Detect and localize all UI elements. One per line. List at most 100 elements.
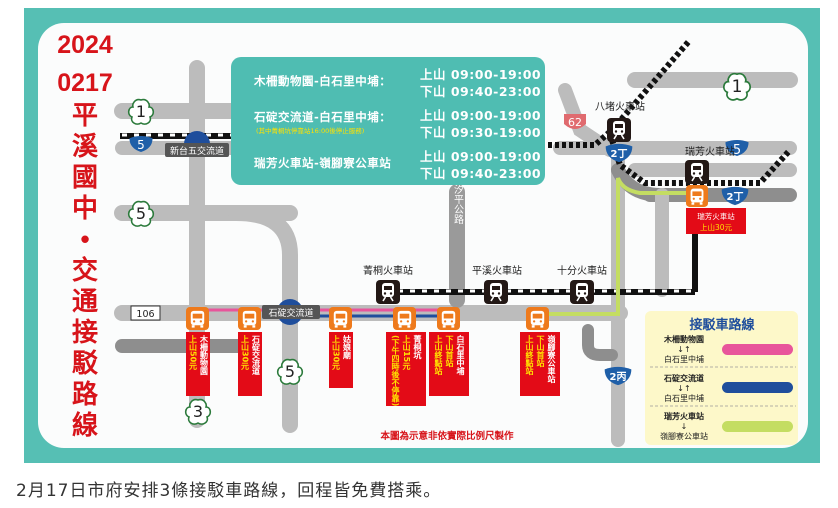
poster-date: 0217 (57, 69, 113, 97)
ruifang-fare-price: 上山30元 (700, 222, 733, 232)
nat5-right-shield: 5 (725, 140, 749, 158)
poster-title-vertical: 平溪國中•交通接駁路線 (40, 100, 130, 441)
poster-title-char: • (80, 224, 90, 254)
poster-title-char: 駁 (71, 348, 98, 378)
poster-title-char: 接 (71, 317, 98, 347)
rail-left (120, 133, 232, 139)
legend-swatch-pink (722, 344, 793, 355)
bus-icon (437, 307, 460, 330)
legend-item-3-arrow: ↓ (681, 422, 688, 431)
road-name-xiping: 汐平公路 (452, 183, 464, 225)
schedule-up: 上山 09:00-19:00 (420, 67, 542, 82)
svg-text:平溪火車站: 平溪火車站 (472, 264, 522, 277)
bus-stop-name: 石碇交流道 (251, 335, 261, 375)
poster-title-char: 中 (71, 193, 98, 223)
legend-swatch-blue (722, 382, 793, 393)
svg-text:1: 1 (732, 77, 743, 97)
legend-item-1-arrow: ↓↑ (677, 345, 690, 354)
bus-stop-info: 上山30元 (240, 335, 250, 371)
svg-text:2丁: 2丁 (611, 148, 628, 160)
ruifang-fare-name: 瑞芳火車站 (697, 211, 735, 221)
legend: 接駁車路線 木柵動物園 ↓↑ 白石里中埔 石碇交流道 ↓↑ 白石里中埔 瑞芳火車… (645, 311, 798, 445)
schedule-down: 下山 09:40-23:00 (420, 84, 542, 99)
stop-box-jingtongkeng (386, 332, 426, 406)
station-shifen: 十分火車站 (557, 264, 607, 304)
rail-east (700, 147, 793, 186)
schedule-row: 石碇交流道-白石里中埔： (其中菁桐坑停靠站16:00後停止服務) 上山 09:00… (238, 103, 542, 143)
svg-text:2丙: 2丙 (610, 371, 627, 383)
prov1-left-badge: 1 (127, 98, 155, 125)
bus-stop-info: 上山30元 (331, 335, 341, 371)
r2bing-shield: 2丙 (604, 366, 632, 386)
bus-icon (238, 307, 261, 330)
county106-badge: 106 (130, 305, 161, 321)
bus-stop-name: 白石里中埔 (456, 335, 465, 375)
stop-box-muzha (186, 332, 210, 396)
stop-box-baishi (429, 332, 469, 396)
bus-stop-info2: 上山終點站 (434, 335, 443, 375)
station-badu: 八堵火車站 (595, 100, 645, 142)
station-jingtong: 菁桐火車站 (363, 264, 413, 304)
svg-text:3: 3 (193, 402, 203, 421)
svg-text:106: 106 (136, 309, 154, 320)
road-prov5-curve (228, 205, 298, 433)
schedule-route: 石碇交流道-白石里中埔： (254, 110, 392, 124)
poster-year: 2024 (57, 31, 113, 59)
svg-text:5: 5 (285, 362, 295, 381)
bus-stop-info2: (下午四時後不停靠) (391, 335, 400, 407)
schedule-route: 木柵動物園-白石里中埔： (254, 74, 392, 88)
stop-box-shiding (238, 332, 262, 396)
bus-stop-label: 姑娘廟上山30元 (329, 335, 353, 405)
interchange-xintaiwu-label-bg (165, 143, 229, 157)
bus-stop-name: 嶺腳寮公車站 (547, 335, 556, 383)
svg-text:5: 5 (733, 143, 741, 158)
schedule-down: 下山 09:40-23:00 (420, 166, 542, 181)
interchange-xintaiwu-label: 新台五交流道 (170, 145, 224, 157)
interchange-shiding-label-bg (262, 305, 320, 319)
poster-title-char: 平 (71, 100, 98, 130)
stop-box-guniang (329, 332, 353, 388)
poster-title-char: 溪 (71, 131, 98, 161)
route-green (538, 177, 697, 316)
svg-text:1: 1 (136, 102, 146, 121)
prov1-right-badge: 1 (722, 72, 752, 101)
schedule-route: 瑞芳火車站-嶺腳寮公車站 (254, 156, 392, 170)
legend-item-2-to: 白石里中埔 (664, 393, 704, 403)
bus-icon (329, 307, 352, 330)
rail-to-ruifang-down (692, 230, 698, 292)
schedule-up: 上山 09:00-19:00 (420, 108, 542, 123)
bus-stop-info: 上山50元 (188, 335, 198, 371)
svg-text:2丁: 2丁 (727, 191, 744, 203)
bus-stop-label: 木柵動物園上山50元 (186, 335, 210, 405)
bus-stop-info: 下山首站 (536, 335, 545, 367)
bus-stop-label: 石碇交流道上山30元 (238, 335, 262, 405)
rail-main (548, 38, 693, 148)
bus-stop-name: 菁桐坑 (413, 335, 422, 359)
svg-text:十分火車站: 十分火車站 (557, 264, 607, 277)
ruifang-fare-box (686, 208, 746, 234)
county62-badge: 62 (564, 114, 586, 129)
svg-text:5: 5 (137, 138, 145, 152)
legend-item-3-from: 瑞芳火車站 (664, 411, 704, 421)
poster-title-char: 交 (71, 255, 98, 285)
bus-stop-name: 姑娘廟 (342, 335, 352, 359)
schedule-note: (其中菁桐坑停靠站16:00後停止服務) (256, 127, 365, 135)
railways (120, 38, 793, 295)
road-2bing-side (582, 324, 618, 361)
bus-icon (186, 307, 209, 330)
legend-item-1-to: 白石里中埔 (664, 354, 704, 364)
bus-stop-info: 上山15元 (402, 335, 411, 371)
poster-title: 2024 0217 平溪國中•交通接駁路線 (40, 30, 130, 441)
poster-title-char: 國 (71, 162, 98, 192)
svg-text:5: 5 (136, 204, 146, 223)
bus-stop-label: 白石里中埔下山首站上山終點站 (429, 335, 469, 405)
poster-title-char: 線 (71, 410, 98, 440)
bus-stop-ruifang-icon (686, 185, 708, 207)
poster-title-char: 通 (71, 286, 98, 316)
nat5-left-shield: 5 (129, 136, 153, 152)
legend-title: 接駁車路線 (689, 317, 755, 333)
interchange-shiding-label: 石碇交流道 (268, 307, 313, 319)
poster-title-char: 路 (71, 379, 98, 409)
